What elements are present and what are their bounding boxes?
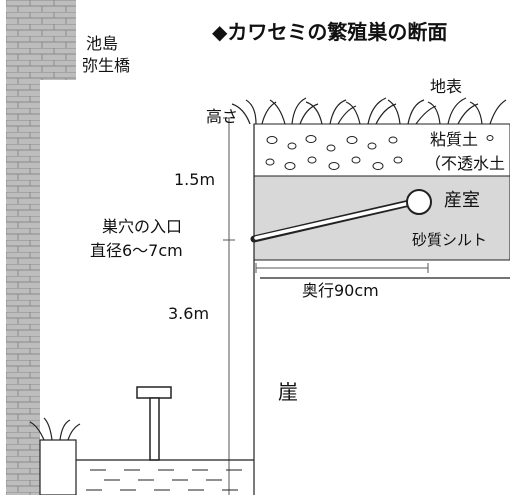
clay-label-line-1: 粘質土 (430, 130, 479, 149)
entrance-label-line-2: 直径6～7cm (90, 241, 183, 260)
diagram-title: ◆カワセミの繁殖巣の断面 (212, 20, 448, 44)
clay-layer (253, 123, 510, 177)
brick-ledge (40, 0, 76, 80)
height-dimension-line (223, 117, 235, 495)
depth-label: 奥行90cm (302, 281, 379, 300)
nest-tunnel (250, 189, 432, 243)
clay-label-line-2: （不透水土 (425, 154, 506, 173)
clay-pebbles (265, 135, 494, 170)
water (76, 459, 254, 491)
lower-height-value: 3.6m (168, 304, 210, 323)
upper-height-value: 1.5m (174, 170, 216, 189)
nest-chamber (406, 189, 432, 215)
depth-dimension-line (255, 263, 429, 273)
cliff-label: 崖 (278, 380, 298, 404)
entrance-label-line-1: 巣穴の入口 (102, 217, 183, 236)
location-line-1: 池島 (86, 34, 119, 53)
water-post (136, 386, 172, 461)
height-label: 高さ (206, 107, 239, 126)
silt-label: 砂質シルト (412, 231, 488, 249)
brick-wall (6, 0, 40, 495)
surface-label: 地表 (430, 77, 463, 96)
surface-grass (231, 97, 507, 125)
location-line-2: 弥生橋 (82, 56, 131, 75)
left-pillar (29, 417, 81, 495)
silt-layer (253, 175, 510, 261)
chamber-label: 産室 (444, 190, 480, 211)
